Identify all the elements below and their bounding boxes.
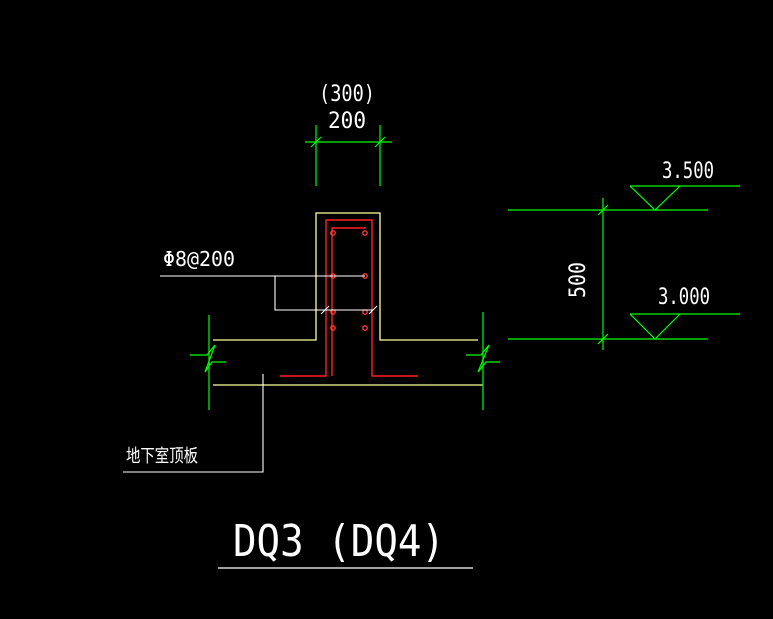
elevation-bottom-label: 3.000 xyxy=(658,285,710,310)
rebar-dot xyxy=(330,230,336,236)
height-tick-bottom xyxy=(597,333,609,345)
width-alt-label: (300) xyxy=(319,82,375,107)
rebar-leader xyxy=(160,275,378,315)
slab-leader-line xyxy=(123,374,264,473)
right-break-symbol xyxy=(466,344,500,373)
height-tick-top xyxy=(597,204,609,216)
left-break-symbol xyxy=(190,344,226,373)
width-dimension xyxy=(305,125,392,186)
drawing-title: DQ3 (DQ4) xyxy=(233,516,445,567)
height-dimension xyxy=(508,198,708,350)
elevation-marker-top xyxy=(629,185,740,211)
rebar-leader-tick xyxy=(320,305,330,315)
slab-label: 地下室顶板 xyxy=(126,446,198,467)
rebar-dot xyxy=(362,230,368,236)
height-label: 500 xyxy=(566,262,591,298)
width-tick-left xyxy=(310,136,322,148)
width-tick-right xyxy=(374,136,386,148)
rebar-dots xyxy=(330,230,368,331)
rebar-leader-tick xyxy=(368,305,378,315)
slab-leader xyxy=(123,374,264,473)
elevation-top-label: 3.500 xyxy=(662,159,714,184)
wall-outline xyxy=(213,212,483,386)
elevation-marker-bottom xyxy=(629,313,740,340)
rebar-leader-line-lower xyxy=(274,276,373,311)
elevation-top-triangle xyxy=(629,185,681,211)
break-lines xyxy=(190,312,500,410)
elevation-bottom-triangle xyxy=(629,313,681,340)
rebar-stirrup-inner xyxy=(331,227,366,376)
wall-profile-line xyxy=(213,212,478,341)
rebar-dot xyxy=(362,325,368,331)
width-label: 200 xyxy=(328,109,366,134)
reinforcement-cage xyxy=(280,219,418,377)
rebar-spec-label: Φ8@200 xyxy=(163,247,235,271)
rebar-dot xyxy=(330,325,336,331)
rebar-stirrup-left xyxy=(280,219,418,377)
